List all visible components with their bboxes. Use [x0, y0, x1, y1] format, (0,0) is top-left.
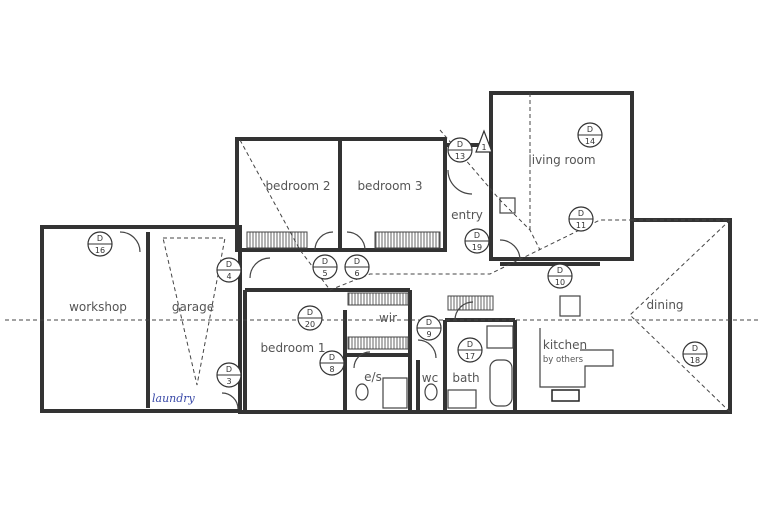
- door-tag-prefix: D: [226, 260, 232, 269]
- svg-text:1: 1: [481, 143, 486, 152]
- room-label-workshop: workshop: [69, 300, 127, 314]
- door-tag-number: 4: [226, 272, 231, 281]
- room-label-wc: wc: [422, 371, 438, 385]
- fixtures: [246, 197, 614, 409]
- sink: [551, 389, 580, 402]
- room-label-entry: entry: [451, 208, 483, 222]
- door-tag-prefix: D: [578, 209, 584, 218]
- door-tag-prefix: D: [354, 257, 360, 266]
- door-tag-11: D 11: [568, 206, 594, 232]
- room-label-wir: wir: [379, 311, 397, 325]
- room-label-ensuite: e/s: [364, 370, 382, 384]
- toilet-es: [355, 383, 369, 401]
- room-label-kitchen: kitchen: [543, 338, 587, 352]
- door-tag-prefix: D: [557, 266, 563, 275]
- door-tag-number: 13: [455, 152, 465, 161]
- door-tag-18: D 18: [682, 341, 708, 367]
- room-label-garage: garage: [172, 300, 214, 314]
- door-tag-number: 8: [329, 365, 334, 374]
- toilet-wc: [424, 383, 438, 401]
- door-tag-number: 17: [465, 352, 475, 361]
- door-swings: [119, 169, 521, 410]
- room-label-laundry: laundry: [152, 392, 196, 405]
- door-tag-prefix: D: [426, 318, 432, 327]
- door-tag-prefix: D: [474, 231, 480, 240]
- room-label-dining: dining: [646, 298, 683, 312]
- door-tag-3: D3: [216, 362, 242, 388]
- bathtub: [489, 359, 513, 407]
- room-label-bedroom-1: bedroom 1: [260, 341, 325, 355]
- door-tag-14: D 14: [577, 122, 603, 148]
- door-tag-prefix: D: [226, 365, 232, 374]
- door-tag-number: 14: [585, 137, 595, 146]
- door-tag-number: 6: [354, 269, 359, 278]
- door-tag-10: D 10: [547, 263, 573, 289]
- door-tag-prefix: D: [692, 344, 698, 353]
- room-label-bedroom-3: bedroom 3: [357, 179, 422, 193]
- door-tag-16: D 16: [87, 231, 113, 257]
- door-tag-number: 16: [95, 246, 105, 255]
- door-tag-prefix: D: [467, 340, 473, 349]
- door-tag-8: D8: [319, 350, 345, 376]
- door-tag-number: 9: [426, 330, 431, 339]
- door-tag-19: D 19: [464, 228, 490, 254]
- walls: [40, 91, 732, 414]
- shower: [486, 325, 514, 349]
- vanity: [447, 389, 477, 409]
- room-labels: bedroom 2 bedroom 3 entry living room wo…: [69, 153, 683, 405]
- door-tag-prefix: D: [457, 140, 463, 149]
- door-tag-17: D 17: [457, 337, 483, 363]
- room-label-bedroom-2: bedroom 2: [265, 179, 330, 193]
- door-tag-number: 18: [690, 356, 700, 365]
- door-tag-prefix: D: [307, 308, 313, 317]
- room-label-living-room: living room: [528, 153, 595, 167]
- shower-es: [382, 377, 408, 409]
- dashed-lines: [5, 93, 760, 413]
- door-tag-9: D9: [416, 315, 442, 341]
- window-tag: 1: [475, 129, 493, 153]
- fridge-space: [559, 295, 581, 317]
- door-tag-6: D6: [344, 254, 370, 280]
- door-tag-5: D5: [312, 254, 338, 280]
- door-tag-4: D4: [216, 257, 242, 283]
- door-tag-number: 19: [472, 243, 482, 252]
- door-tag-number: 10: [555, 278, 565, 287]
- door-tag-20: D 20: [297, 305, 323, 331]
- door-tag-prefix: D: [322, 257, 328, 266]
- door-tag-prefix: D: [97, 234, 103, 243]
- door-tag-prefix: D: [329, 353, 335, 362]
- door-tag-13: D 13: [447, 137, 473, 163]
- door-tag-prefix: D: [587, 125, 593, 134]
- door-tag-number: 11: [576, 221, 586, 230]
- door-tag-number: 20: [305, 320, 315, 329]
- kitchen-note: by others: [543, 355, 584, 365]
- room-label-bath: bath: [452, 371, 479, 385]
- door-tag-number: 3: [226, 377, 231, 386]
- door-tag-number: 5: [322, 269, 327, 278]
